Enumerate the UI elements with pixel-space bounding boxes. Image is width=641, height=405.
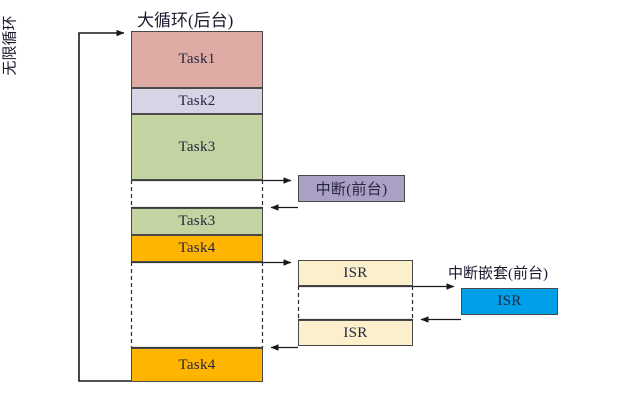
infinite-loop-label: 无限循环 bbox=[0, 0, 19, 90]
page-title: 大循环(后台) bbox=[137, 11, 234, 30]
isr-block-nested: ISR bbox=[461, 288, 558, 315]
isr-block-bottom: ISR bbox=[298, 320, 413, 346]
interrupt-block: 中断(前台) bbox=[298, 175, 405, 202]
task-block-task4-resumed: Task4 bbox=[131, 348, 263, 382]
task-block-task4-first: Task4 bbox=[131, 235, 263, 262]
task-block-task3-resumed: Task3 bbox=[131, 208, 263, 235]
isr-block-top: ISR bbox=[298, 260, 413, 286]
task-block-task2: Task2 bbox=[131, 88, 263, 114]
task-block-task3-first: Task3 bbox=[131, 114, 263, 180]
infinite-loop-text: 无限循环 bbox=[2, 14, 19, 76]
task-block-task1: Task1 bbox=[131, 31, 263, 88]
nested-interrupt-title: 中断嵌套(前台) bbox=[448, 266, 548, 282]
